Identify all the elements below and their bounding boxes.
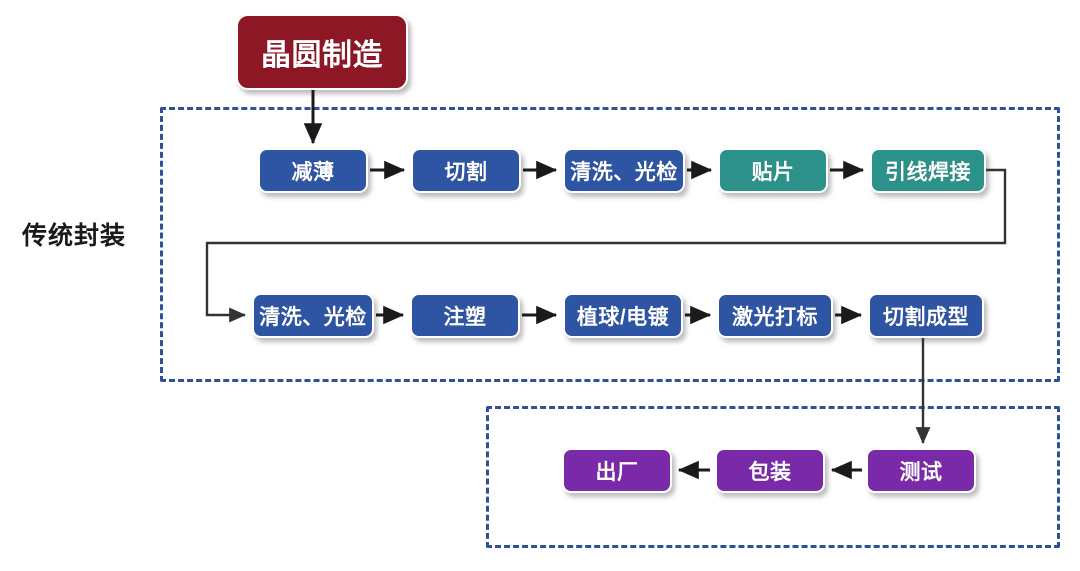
- node-wafer-fabrication[interactable]: 晶圆制造: [236, 14, 408, 90]
- node-molding[interactable]: 注塑: [410, 293, 520, 338]
- node-testing[interactable]: 测试: [866, 448, 976, 493]
- node-dicing[interactable]: 切割: [411, 148, 521, 193]
- node-shipment[interactable]: 出厂: [562, 448, 672, 493]
- node-thinning[interactable]: 减薄: [258, 148, 368, 193]
- node-singulation[interactable]: 切割成型: [868, 293, 984, 338]
- node-wire-bonding[interactable]: 引线焊接: [870, 148, 986, 193]
- node-packaging[interactable]: 包装: [715, 448, 825, 493]
- node-die-attach[interactable]: 贴片: [718, 148, 828, 193]
- group-label-traditional-packaging: 传统封装: [22, 222, 127, 250]
- node-ball-mount-plating[interactable]: 植球/电镀: [563, 293, 683, 338]
- group-box-traditional-packaging: [160, 107, 1060, 382]
- group-box-test-and-ship: [486, 406, 1060, 548]
- node-laser-marking[interactable]: 激光打标: [717, 293, 833, 338]
- node-clean-inspect-1[interactable]: 清洗、光检: [563, 148, 685, 193]
- node-clean-inspect-2[interactable]: 清洗、光检: [252, 293, 374, 338]
